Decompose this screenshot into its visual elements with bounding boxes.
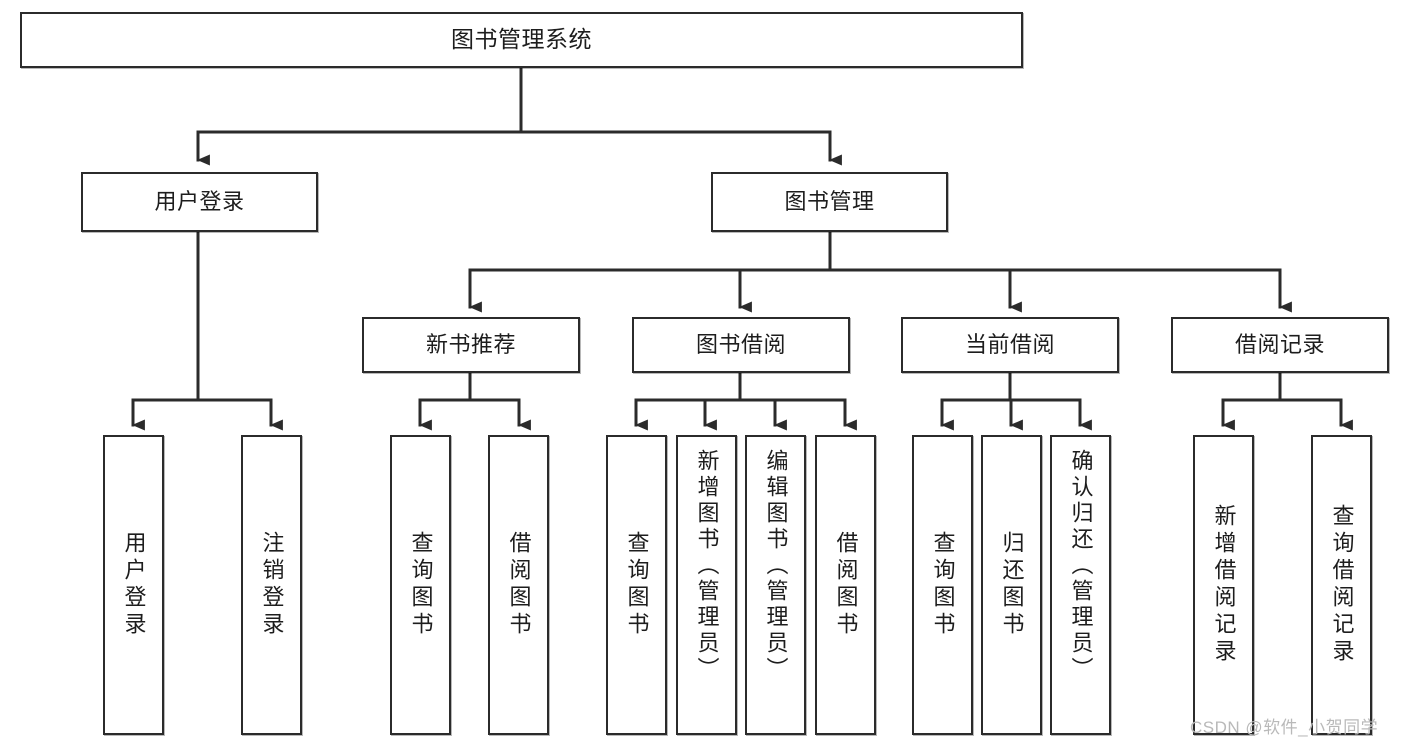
node-leaf-confirm-return-admin-label: 确认归还（管理员）: [1068, 449, 1094, 683]
node-leaf-query-book-3[interactable]: 查询图书: [912, 435, 973, 735]
node-book-borrow-label: 图书借阅: [695, 332, 786, 358]
node-leaf-return-book-label: 归还图书: [999, 531, 1025, 639]
node-leaf-edit-book-admin-label: 编辑图书（管理员）: [763, 449, 789, 683]
node-leaf-logout[interactable]: 注销登录: [241, 435, 302, 735]
node-root[interactable]: 图书管理系统: [20, 12, 1023, 68]
node-leaf-add-book-admin[interactable]: 新增图书（管理员）: [676, 435, 737, 735]
node-user-login[interactable]: 用户登录: [81, 172, 318, 232]
node-leaf-query-book-3-label: 查询图书: [930, 531, 956, 639]
node-leaf-return-book[interactable]: 归还图书: [981, 435, 1042, 735]
node-leaf-add-borrow-record[interactable]: 新增借阅记录: [1193, 435, 1254, 735]
node-leaf-query-book-1[interactable]: 查询图书: [390, 435, 451, 735]
node-leaf-borrow-book-1[interactable]: 借阅图书: [488, 435, 549, 735]
node-borrow-records[interactable]: 借阅记录: [1171, 317, 1389, 373]
node-leaf-edit-book-admin[interactable]: 编辑图书（管理员）: [745, 435, 806, 735]
node-new-book-recommend-label: 新书推荐: [425, 332, 516, 358]
node-new-book-recommend[interactable]: 新书推荐: [362, 317, 580, 373]
node-user-login-label: 用户登录: [154, 189, 245, 215]
node-leaf-user-login[interactable]: 用户登录: [103, 435, 164, 735]
node-leaf-query-book-2[interactable]: 查询图书: [606, 435, 667, 735]
node-leaf-add-borrow-record-label: 新增借阅记录: [1211, 504, 1237, 666]
node-leaf-query-book-1-label: 查询图书: [408, 531, 434, 639]
node-book-borrow[interactable]: 图书借阅: [632, 317, 850, 373]
node-leaf-confirm-return-admin[interactable]: 确认归还（管理员）: [1050, 435, 1111, 735]
node-leaf-query-borrow-record[interactable]: 查询借阅记录: [1311, 435, 1372, 735]
node-root-label: 图书管理系统: [451, 26, 592, 53]
node-leaf-add-book-admin-label: 新增图书（管理员）: [694, 449, 720, 683]
watermark-text: CSDN @软件_小贺同学: [1190, 718, 1379, 737]
node-current-borrow-label: 当前借阅: [964, 332, 1055, 358]
node-book-management[interactable]: 图书管理: [711, 172, 948, 232]
node-leaf-borrow-book-2[interactable]: 借阅图书: [815, 435, 876, 735]
node-leaf-query-book-2-label: 查询图书: [624, 531, 650, 639]
node-leaf-logout-label: 注销登录: [259, 531, 285, 639]
node-leaf-borrow-book-2-label: 借阅图书: [833, 531, 859, 639]
node-leaf-query-borrow-record-label: 查询借阅记录: [1329, 504, 1355, 666]
node-leaf-user-login-label: 用户登录: [121, 531, 147, 639]
node-book-management-label: 图书管理: [784, 189, 875, 215]
node-current-borrow[interactable]: 当前借阅: [901, 317, 1119, 373]
node-leaf-borrow-book-1-label: 借阅图书: [506, 531, 532, 639]
node-borrow-records-label: 借阅记录: [1234, 332, 1325, 358]
